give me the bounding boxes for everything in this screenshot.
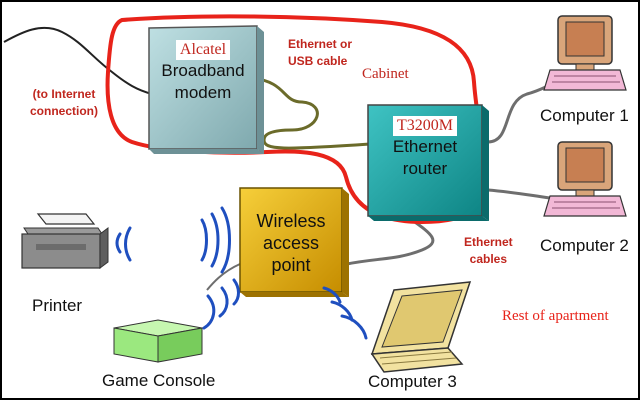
internet-connection-label: (to Internet connection) xyxy=(30,86,98,120)
wireless-waves-printer xyxy=(115,206,231,274)
game-console-label: Game Console xyxy=(102,371,216,390)
ethernet-cables-label: Ethernet cables xyxy=(464,234,513,268)
computer-2-icon xyxy=(543,141,627,217)
access-point-line2: access xyxy=(262,233,320,253)
internet-cable xyxy=(3,26,153,95)
router-line2: router xyxy=(402,159,448,178)
modem-line1: Broadband xyxy=(161,61,245,80)
game-console-icon xyxy=(113,319,203,363)
cable-line2: USB cable xyxy=(288,54,348,68)
internet-line2: connection) xyxy=(30,104,98,118)
access-point-label: Wireless access point xyxy=(240,210,342,276)
internet-line1: (to Internet xyxy=(32,87,96,101)
computer-1-label: Computer 1 xyxy=(540,106,629,125)
cabinet-label: Cabinet xyxy=(362,66,409,82)
router-line1: Ethernet xyxy=(392,137,458,156)
cable-line1: Ethernet or xyxy=(288,37,353,51)
cable-label: Ethernet or USB cable xyxy=(288,36,352,70)
modem-router-cable xyxy=(251,76,371,150)
computer-3-icon xyxy=(370,281,472,373)
modem-label: Alcatel Broadband modem xyxy=(149,38,257,104)
cable-router-computer2 xyxy=(487,188,551,200)
access-point-line1: Wireless xyxy=(256,211,326,231)
wireless-waves-laptop xyxy=(322,286,368,340)
cabinet-outline xyxy=(105,14,487,225)
modem-brand: Alcatel xyxy=(175,40,231,60)
computer-2-label: Computer 2 xyxy=(540,236,629,255)
access-point-line3: point xyxy=(271,255,311,275)
ethernet-cables-line2: cables xyxy=(469,252,508,266)
printer-label: Printer xyxy=(32,296,83,315)
cable-router-ap xyxy=(346,218,435,266)
rest-of-apartment-label: Rest of apartment xyxy=(502,308,609,324)
router-label: T3200M Ethernet router xyxy=(368,114,482,180)
computer-1-icon xyxy=(543,15,627,91)
wireless-waves-console xyxy=(202,278,240,330)
access-point-box-shape xyxy=(239,187,349,297)
computer-3-label: Computer 3 xyxy=(368,372,457,391)
cable-ap-left xyxy=(206,263,241,291)
ethernet-cables-line1: Ethernet xyxy=(464,235,513,249)
modem-line2: modem xyxy=(174,83,232,102)
router-brand: T3200M xyxy=(393,116,457,136)
printer-icon xyxy=(21,213,109,269)
